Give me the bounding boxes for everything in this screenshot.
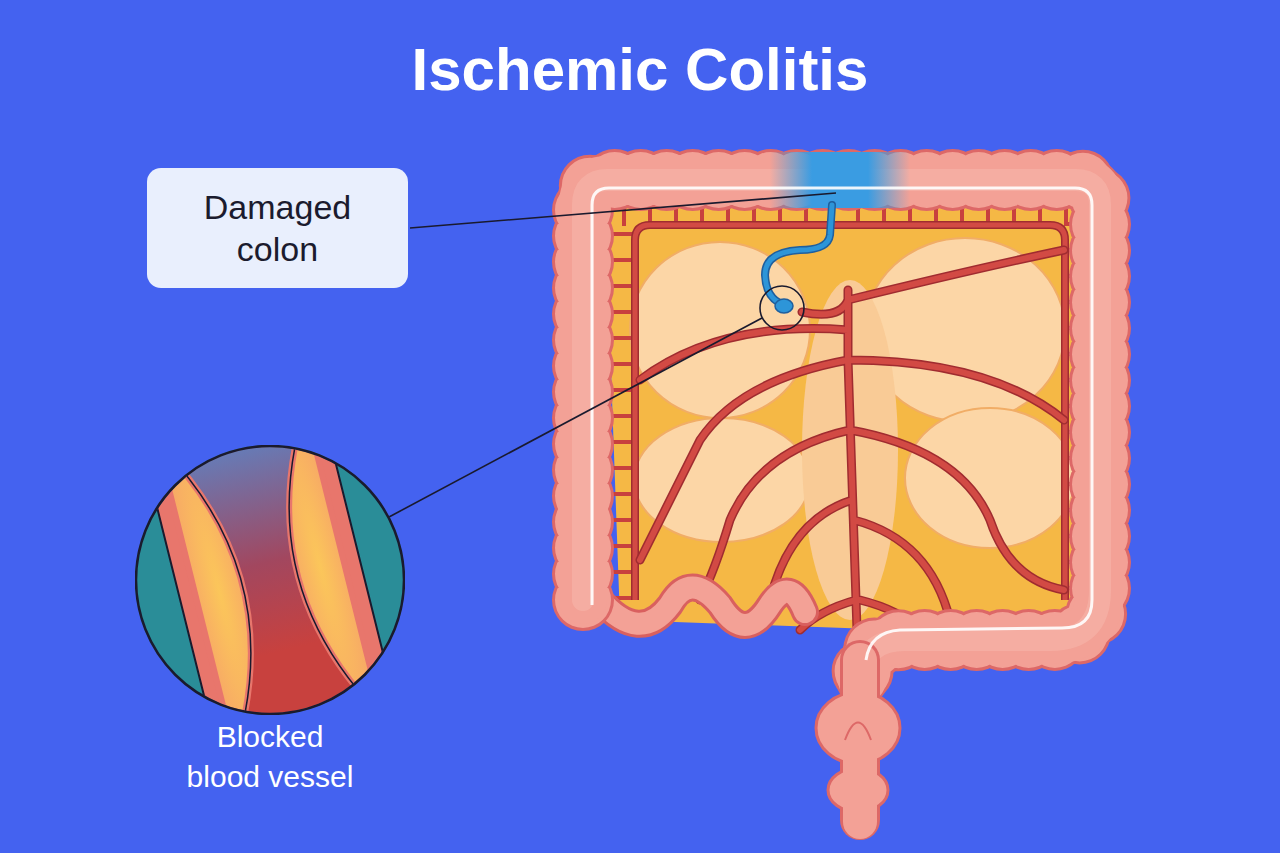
leader-line [389, 318, 762, 517]
mesentery [605, 205, 1075, 633]
damaged-segment [770, 152, 910, 208]
blocked-vessel-drawing [137, 445, 403, 715]
inset-circle-shape [135, 445, 405, 715]
colon [583, 180, 1100, 680]
blocked-vessel-drawing [137, 445, 403, 715]
colon [583, 180, 1100, 680]
colon [843, 660, 877, 822]
damaged-segment [775, 299, 793, 313]
label-text: Damaged colon [175, 186, 380, 270]
callout-box: Damaged colon [147, 168, 408, 288]
colon [583, 180, 1100, 680]
damaged-segment [765, 180, 910, 313]
colon [583, 180, 1100, 680]
inset-circle: Blocked blood vessel [135, 445, 405, 801]
small-intestine-loop [600, 588, 805, 626]
blocked-vessel-drawing [137, 445, 403, 715]
small-intestine-loop [600, 588, 805, 626]
small-intestine-loop [600, 588, 805, 626]
colon [583, 180, 1100, 680]
mesentery [630, 242, 810, 418]
blocked-vessel-drawing [153, 445, 388, 715]
colon [845, 723, 871, 741]
colon [583, 180, 1100, 822]
caption-text: Blocked blood vessel [180, 717, 360, 797]
mesentery [605, 205, 1075, 633]
title-text: Ischemic Colitis [0, 34, 1280, 106]
highlight-circle [760, 286, 804, 330]
colon-outline-line [592, 188, 1092, 660]
inset-border [136, 446, 404, 714]
leader-line [410, 193, 836, 228]
